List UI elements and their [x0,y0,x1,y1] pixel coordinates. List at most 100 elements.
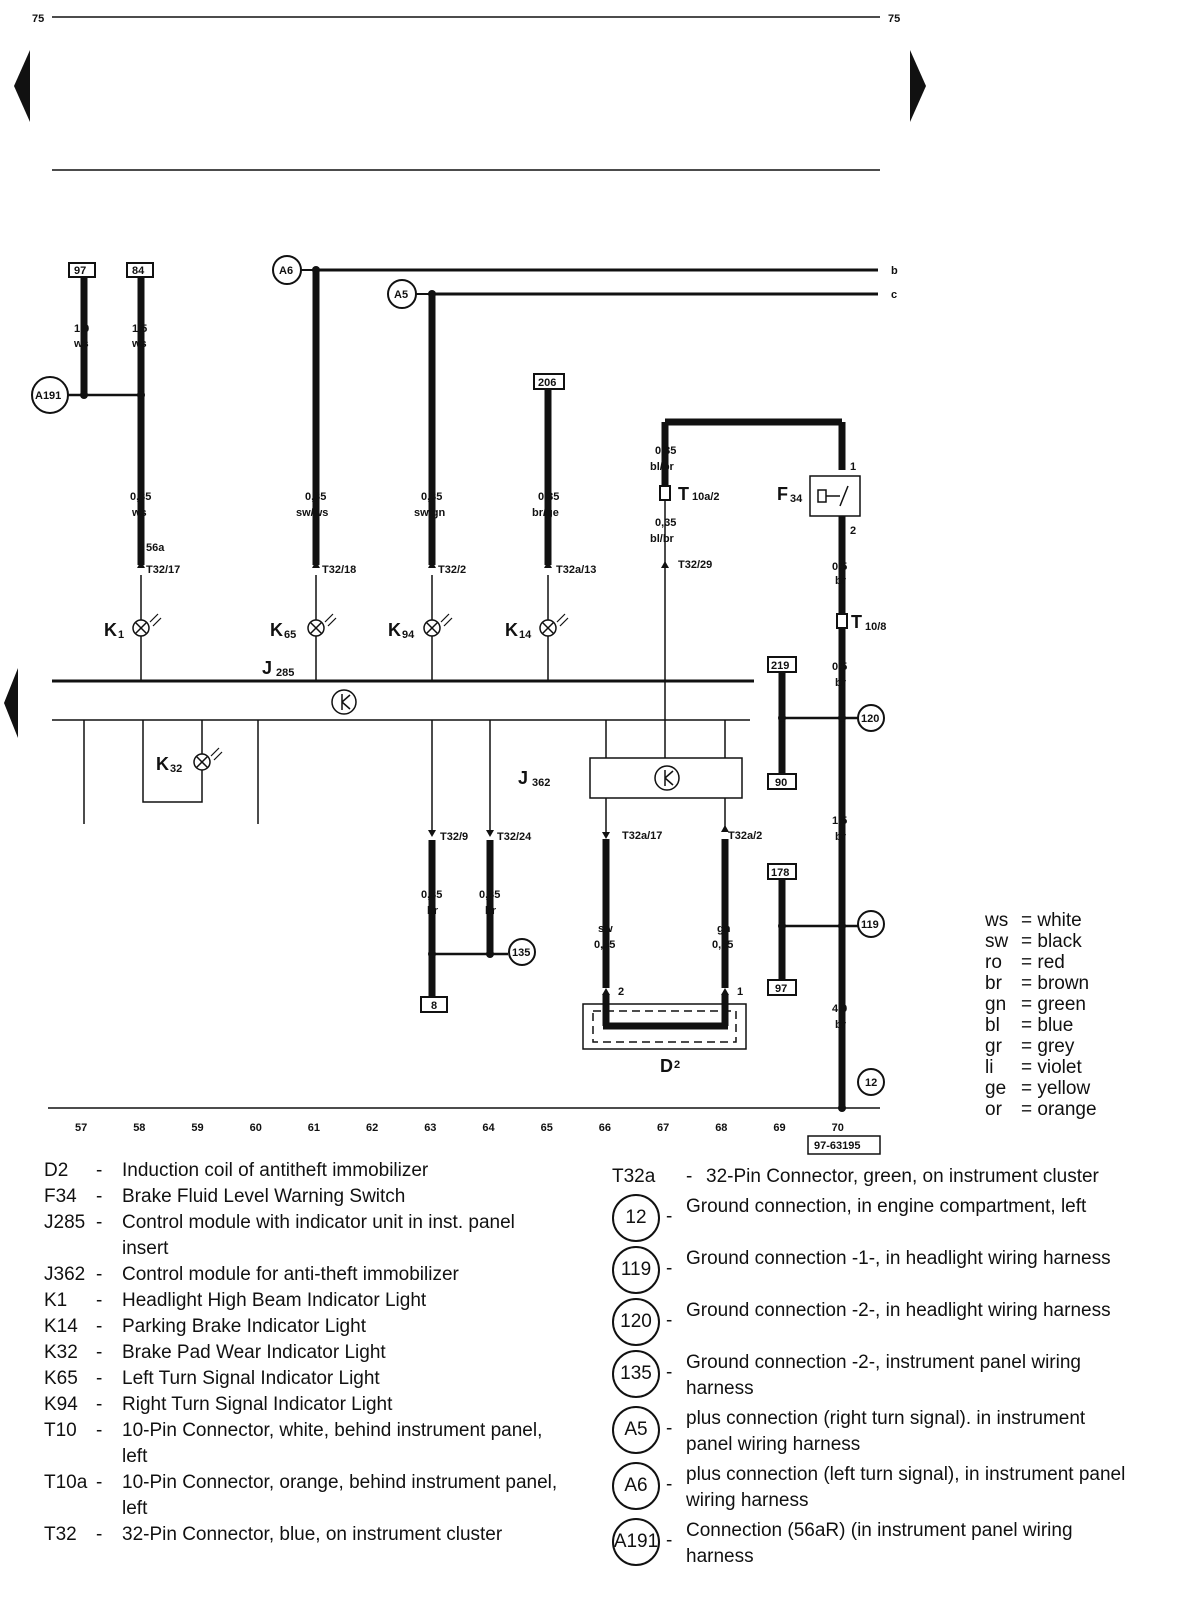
legend-dash: - [96,1160,103,1181]
color-abbrev: or [985,1099,1002,1120]
track-number: 60 [250,1122,262,1134]
color-name: = violet [1021,1057,1082,1078]
legend-dash: - [96,1316,103,1337]
legend-dash: - [96,1342,103,1363]
wire-color: gn [717,923,731,935]
wire-size: 0,5 [832,661,847,673]
legend-code: T10a [44,1472,88,1493]
track-number: 65 [541,1122,553,1134]
page-number-left: 75 [32,13,44,25]
legend-item: J285-Control module with indicator unit … [44,1210,604,1262]
ground-label: 12 [865,1077,877,1089]
legend-item: 12-Ground connection, in engine compartm… [612,1194,1172,1242]
next-page-arrow-icon[interactable] [910,50,926,122]
wire-ref-label: 97 [74,265,86,277]
connector-arrow-icon [312,561,320,568]
color-name: = blue [1021,1015,1074,1036]
ground-label: 119 [861,919,879,931]
legend-circle-code: 120 [612,1298,660,1346]
component-label: K [505,620,518,640]
component-label: 32 [170,763,182,775]
legend-dash: - [666,1310,673,1331]
legend-description: Brake Pad Wear Indicator Light [122,1342,386,1363]
connector-icon [659,485,671,501]
color-legend-row: gn = green [985,994,1097,1015]
wire-size: 0,35 [421,889,442,901]
legend-item: K94-Right Turn Signal Indicator Light [44,1392,604,1418]
track-number: 57 [75,1122,87,1134]
connection-label: A191 [35,390,61,402]
wire-ref-label: 219 [771,660,789,672]
k14-lamp [539,575,569,680]
track-number: 70 [832,1122,844,1134]
color-name: = black [1021,931,1082,952]
component-legend-right: T32a-32-Pin Connector, green, on instrum… [612,1164,1172,1574]
wire-size: 0,35 [538,491,559,503]
component-label: J [262,658,272,678]
junction-dot [486,950,494,958]
connector-arrow-icon [721,988,729,995]
legend-item: D2-Induction coil of antitheft immobiliz… [44,1158,604,1184]
legend-item: K32-Brake Pad Wear Indicator Light [44,1340,604,1366]
color-name: = yellow [1021,1078,1091,1099]
ref-number: 97-63195 [814,1140,861,1152]
color-name: = orange [1021,1099,1097,1120]
legend-description: Ground connection -2-, in headlight wiri… [686,1300,1111,1321]
legend-code: J362 [44,1264,86,1285]
wire-size: 4,0 [832,1003,847,1015]
connector-arrow-icon [661,561,669,568]
pin-label: 2 [850,525,856,537]
k94-lamp [423,575,453,680]
electronics-icon [664,777,674,786]
component-label: 65 [284,629,296,641]
prev-page-arrow-icon[interactable] [14,50,30,122]
wire-color: sw/ws [296,507,328,519]
legend-description: Brake Fluid Level Warning Switch [122,1186,406,1207]
legend-circle-code: A6 [612,1462,660,1510]
wire-color: br [835,1019,847,1031]
color-abbrev: gn [985,994,1007,1015]
pin-label: 1 [850,461,856,473]
legend-item: A6-plus connection (left turn signal), i… [612,1462,1172,1514]
legend-item: K1-Headlight High Beam Indicator Light [44,1288,604,1314]
color-name: = green [1021,994,1086,1015]
junction-dot [838,922,846,930]
legend-circle-code: 119 [612,1246,660,1294]
connector-arrow-icon [486,830,494,837]
junction-dot [778,714,786,722]
legend-code: T32a [612,1166,656,1187]
color-legend-row: gr= grey [985,1036,1097,1057]
connector-arrow-icon [428,830,436,837]
electronics-icon [341,701,351,710]
wire-ref-box [420,996,448,1013]
legend-code: K94 [44,1394,78,1415]
track-number: 67 [657,1122,669,1134]
track-number: 63 [424,1122,436,1134]
legend-dash: - [96,1368,103,1389]
junction-dot [778,922,786,930]
continuation-arrow-icon [4,668,18,738]
connection-label: A5 [394,289,408,301]
track-number: 64 [482,1122,495,1134]
wire-size: 0,35 [479,889,500,901]
wire-size: 1,5 [832,815,847,827]
continuation-label: b [891,265,898,277]
ground-circle [857,704,885,732]
connector-arrow-icon [137,561,145,568]
legend-description: Ground connection, in engine compartment… [686,1196,1087,1217]
wire-size: 0,35 [594,939,615,951]
legend-dash: - [666,1258,673,1279]
color-legend-row: or = orange [985,1099,1097,1120]
wire-color: br [485,905,497,917]
legend-dash: - [686,1166,693,1187]
legend-description: Control module with indicator unit in in… [122,1212,515,1259]
ground-label: 135 [512,947,530,959]
legend-circle-code: A5 [612,1406,660,1454]
component-label: 94 [402,629,415,641]
wire-size: 0,35 [655,445,676,457]
color-abbrev: br [985,973,1002,994]
component-label: F [777,484,788,504]
legend-dash: - [96,1394,103,1415]
connector-arrow-icon [721,825,729,832]
legend-description: plus connection (left turn signal), in i… [686,1464,1126,1511]
